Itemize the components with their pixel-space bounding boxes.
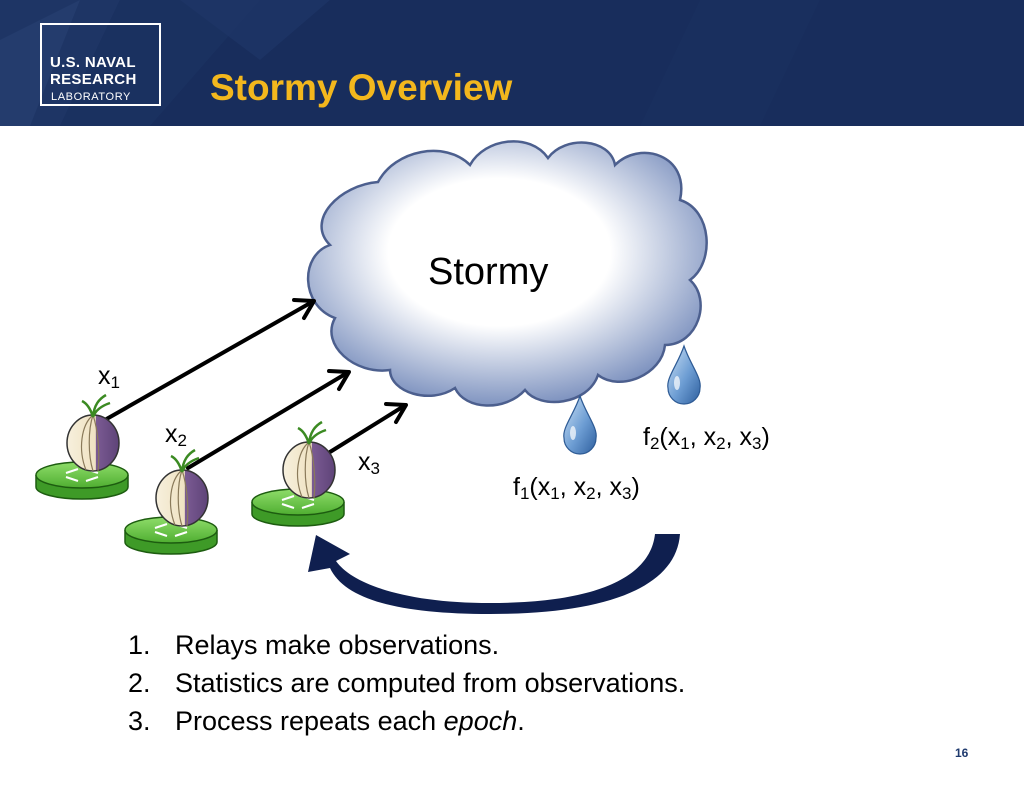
cycle-arrow-icon (308, 534, 680, 614)
tor-onion-icon (155, 448, 209, 527)
fn-open: (x (659, 423, 681, 451)
input-subscript: 2 (177, 431, 187, 450)
arg-subscript: 3 (622, 484, 632, 503)
cloud-label: Stormy (428, 251, 549, 293)
input-label-x3: x3 (358, 447, 380, 477)
relay-3 (251, 420, 345, 527)
tor-onion-icon (282, 420, 336, 499)
list-text: Statistics are computed from observation… (175, 665, 685, 701)
header-banner: U.S. NAVAL RESEARCH LABORATORY Stormy Ov… (0, 0, 1024, 126)
fn-open: (x (529, 473, 551, 501)
list-text-end: . (517, 706, 525, 736)
arg-subscript: 1 (680, 434, 690, 453)
arg-subscript: 2 (586, 484, 596, 503)
page-number: 16 (955, 746, 969, 760)
cloud-icon (306, 140, 708, 407)
fn-sep: , x (559, 473, 587, 501)
output-label-f2: f2(x1, x2, x3) (643, 422, 770, 452)
list-text-main: Process repeats each (175, 706, 444, 736)
input-arrows (94, 298, 408, 470)
list-number: 1. (128, 630, 151, 660)
arg-subscript: 1 (550, 484, 560, 503)
relay-2 (124, 448, 218, 555)
input-var: x (358, 448, 371, 476)
input-label-x1: x1 (98, 361, 120, 391)
fn-sep: , x (689, 423, 717, 451)
logo-line-3: LABORATORY (51, 91, 131, 103)
droplet-icon (563, 394, 597, 455)
fn-name: f (643, 423, 650, 451)
arg-subscript: 2 (716, 434, 726, 453)
output-label-f1: f1(x1, x2, x3) (513, 472, 640, 502)
fn-sep: , x (725, 423, 752, 451)
fn-subscript: 1 (519, 484, 530, 503)
relay-1 (35, 393, 129, 500)
droplet-icon (667, 344, 701, 405)
fn-subscript: 2 (649, 434, 660, 453)
list-number: 2. (128, 668, 151, 698)
fn-sep: , x (595, 473, 622, 501)
input-subscript: 3 (370, 459, 380, 478)
logo-line-1: U.S. NAVAL (50, 54, 136, 71)
input-subscript: 1 (110, 373, 120, 392)
list-text-emphasis: epoch (443, 706, 518, 736)
input-var: x (165, 420, 178, 448)
arg-subscript: 3 (752, 434, 762, 453)
slide-title: Stormy Overview (210, 67, 513, 108)
fn-name: f (513, 473, 520, 501)
list-number: 3. (128, 706, 151, 736)
list-text-main: Relays make observations. (175, 630, 500, 660)
tor-onion-icon (66, 393, 120, 472)
fn-close: ) (631, 473, 640, 501)
list-text: Process repeats each epoch. (175, 703, 525, 739)
fn-close: ) (761, 423, 770, 451)
logo-line-2: RESEARCH (50, 71, 137, 88)
list-text: Relays make observations. (175, 627, 499, 663)
input-label-x2: x2 (165, 419, 187, 449)
router-icon (124, 516, 218, 555)
input-var: x (98, 362, 111, 390)
list-text-main: Statistics are computed from observation… (175, 668, 686, 698)
nrl-logo: U.S. NAVAL RESEARCH LABORATORY (40, 23, 161, 106)
